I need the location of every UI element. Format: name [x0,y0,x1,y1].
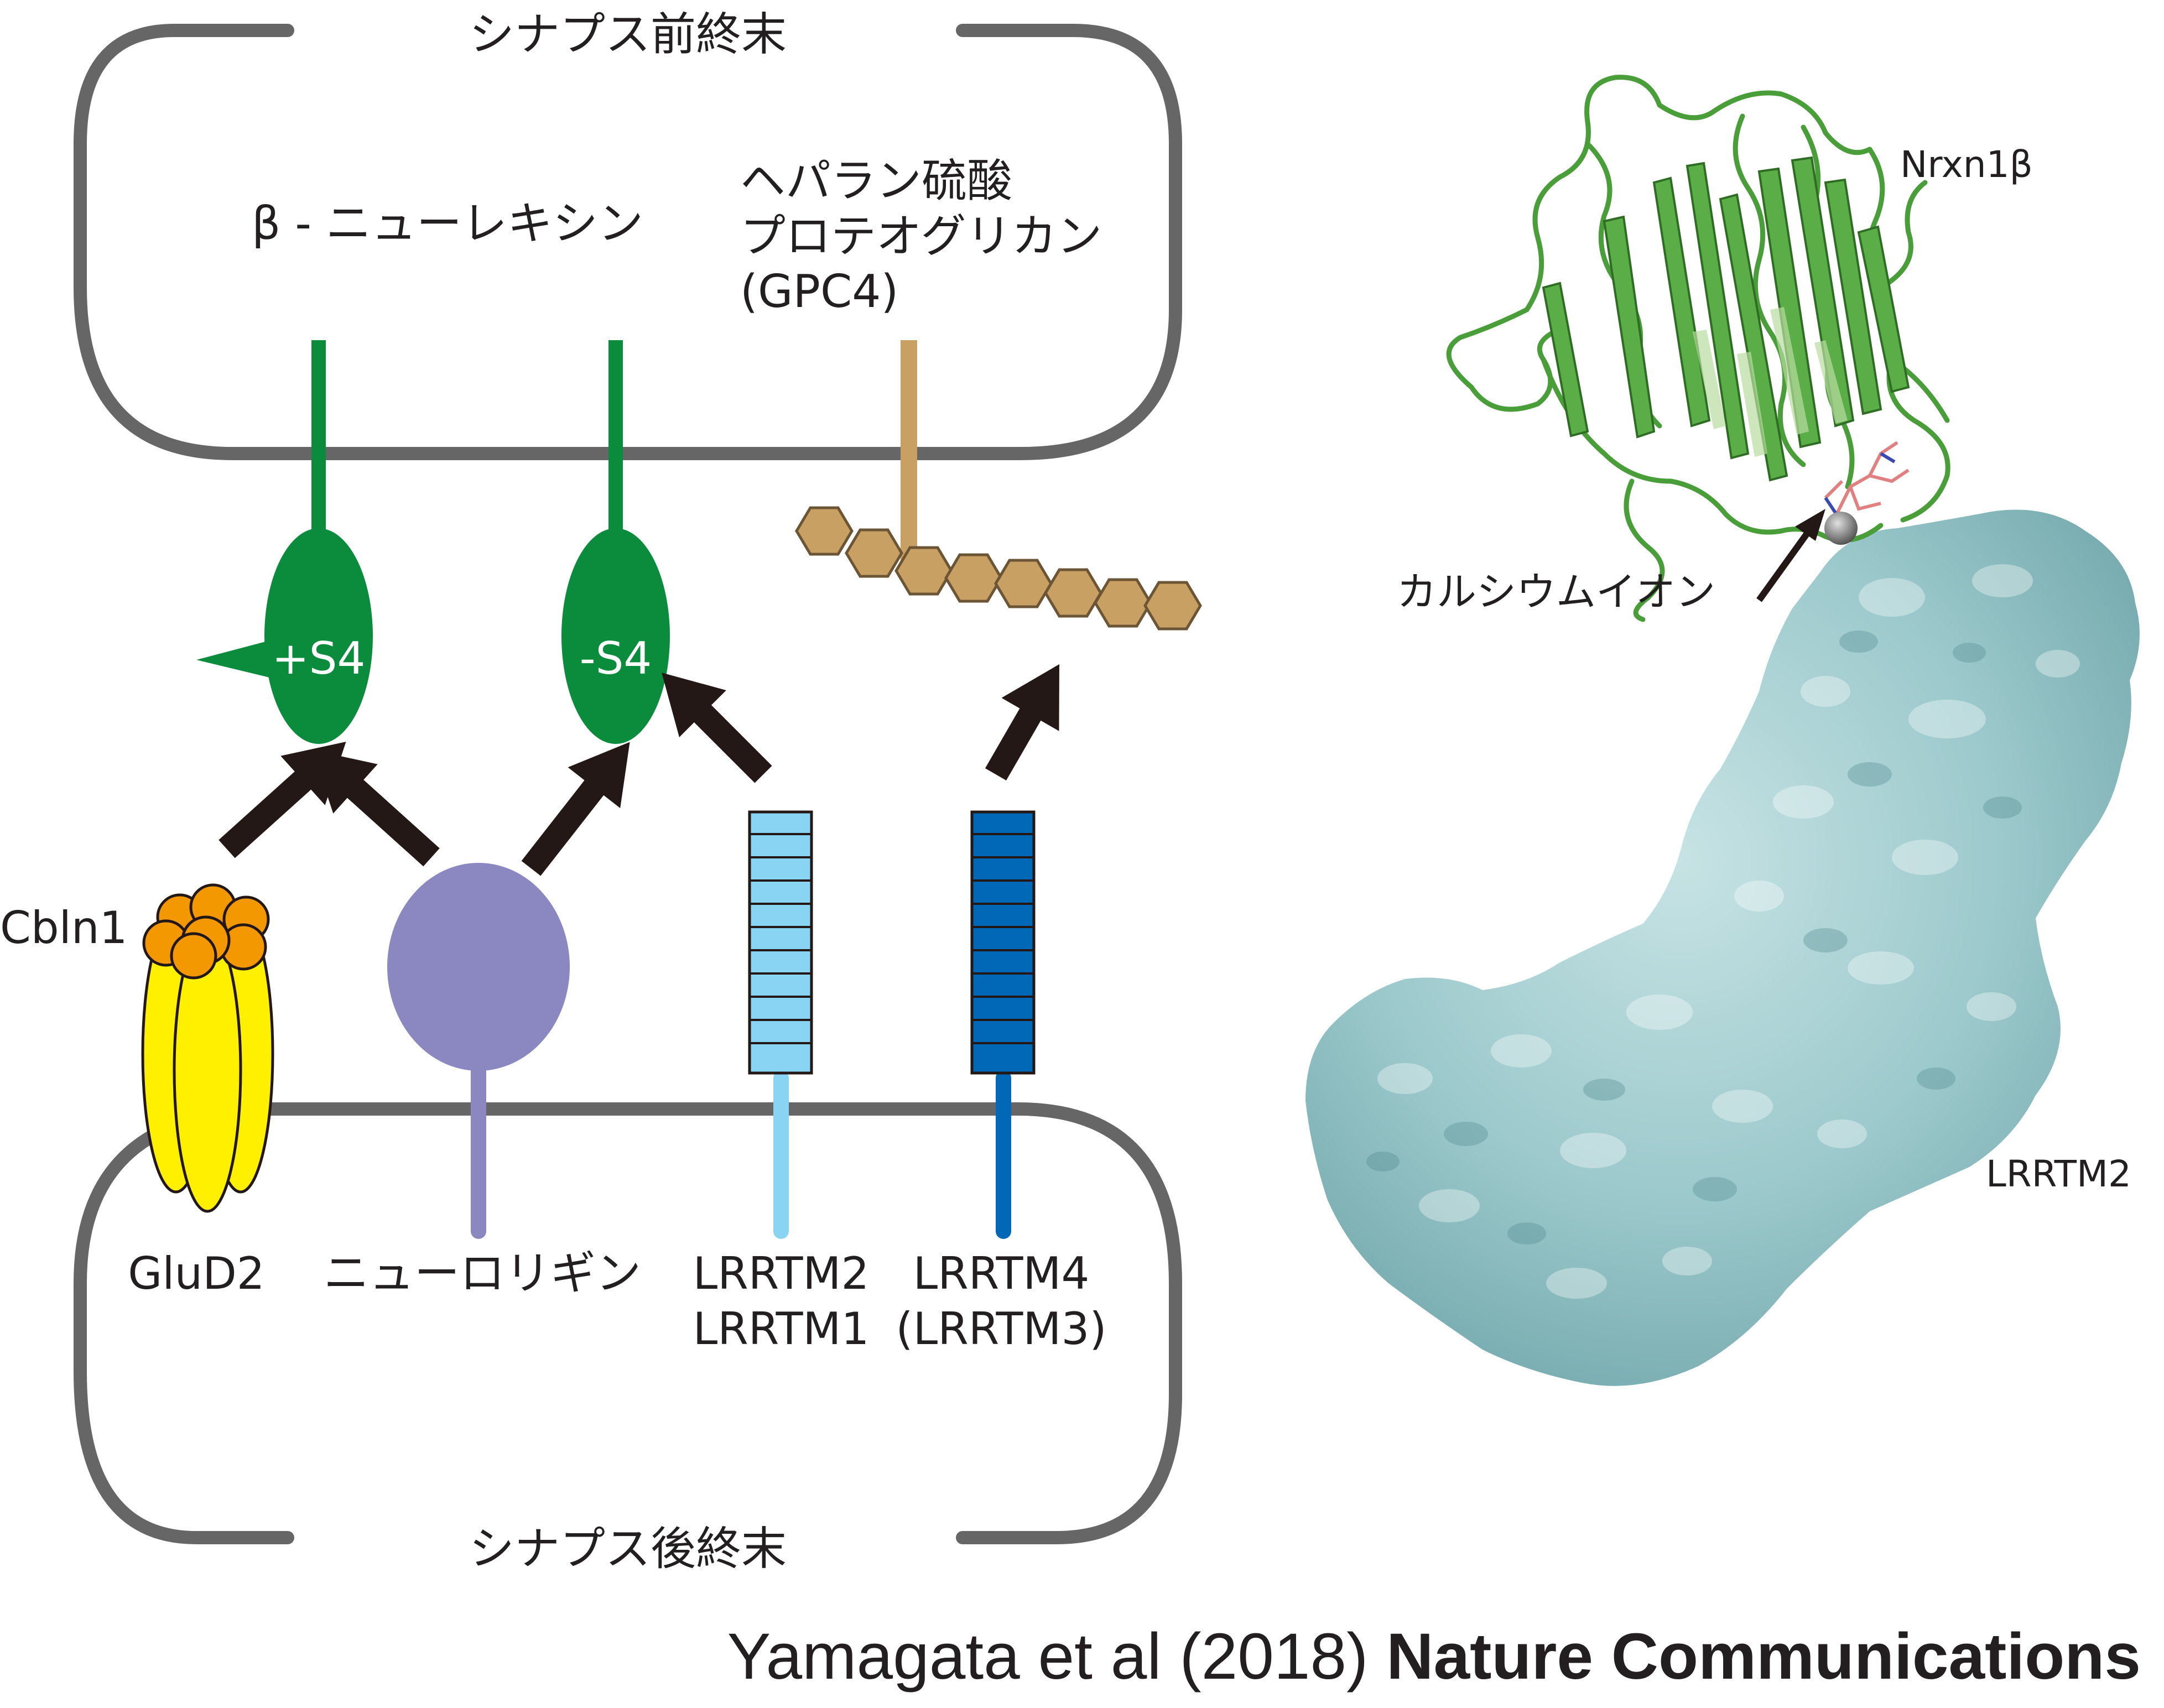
neuroligin-label: ニューロリギン [324,1247,641,1300]
nrxn1b-label: Nrxn1β [1900,143,2033,186]
nrxn1b-highlights [1693,307,1848,457]
citation: Yamagata et al (2018) Nature Communicati… [727,1620,2141,1693]
s4-insert-wedge [196,642,277,679]
lrrtm1-label: LRRTM1 [693,1303,870,1355]
hspg-label-line1: ヘパラン硫酸 [740,155,1012,207]
ligand-sticks-blue [1824,452,1896,515]
calcium-ion-sphere [1824,512,1858,545]
hspg-gpc4 [795,340,1202,631]
hspg-label-line3: (GPC4) [740,265,898,318]
arrow-lrrtm2-to-minus-s4 [662,673,772,783]
ligand-sticks [1824,441,1910,515]
lrrtm2-surface-structure [1305,509,2140,1386]
citation-authors: Yamagata et al (2018) [727,1620,1387,1693]
glud2-label: GluD2 [128,1248,264,1299]
lrrtm2-label: LRRTM2 [693,1248,870,1299]
lrrtm3-label: (LRRTM3) [896,1303,1106,1355]
neurexin-plus-s4: +S4 [196,340,373,744]
interaction-arrows [219,664,1059,876]
calcium-ion-label: カルシウムイオン [1397,569,1715,615]
postsynaptic-label: シナプス後終末 [469,1523,787,1575]
lrrtm4-label: LRRTM4 [913,1248,1090,1299]
arrow-neuroligin-to-plus-s4 [312,749,440,867]
arrow-lrrtm4-to-hspg [985,664,1059,780]
arrow-neuroligin-to-minus-s4 [521,742,630,876]
minus-s4-label: -S4 [580,633,652,684]
calcium-ion-arrow [1756,509,1825,602]
cbln1-hexamer [142,883,270,980]
presynaptic-membrane [74,24,1182,460]
plus-s4-label: +S4 [272,633,366,684]
postsynaptic-membrane [74,1102,1182,1544]
nrxn1b-beta-strands [1542,156,1910,482]
cbln1-label: Cbln1 [0,902,127,954]
neurexin-minus-s4: -S4 [561,340,670,744]
glud2-receptor [141,914,274,1213]
lrrtm2-lrrtm1 [748,810,813,1239]
presynaptic-label: シナプス前終末 [469,8,787,61]
neuroligin [387,863,570,1239]
lrrtm4-lrrtm3 [970,810,1036,1239]
citation-journal: Nature Communications [1386,1620,2141,1693]
hspg-label-line2: プロテオグリカン [740,210,1102,263]
beta-neurexin-label: β - ニューレキシン [252,197,643,250]
lrrtm2-structure-label: LRRTM2 [1986,1153,2131,1195]
